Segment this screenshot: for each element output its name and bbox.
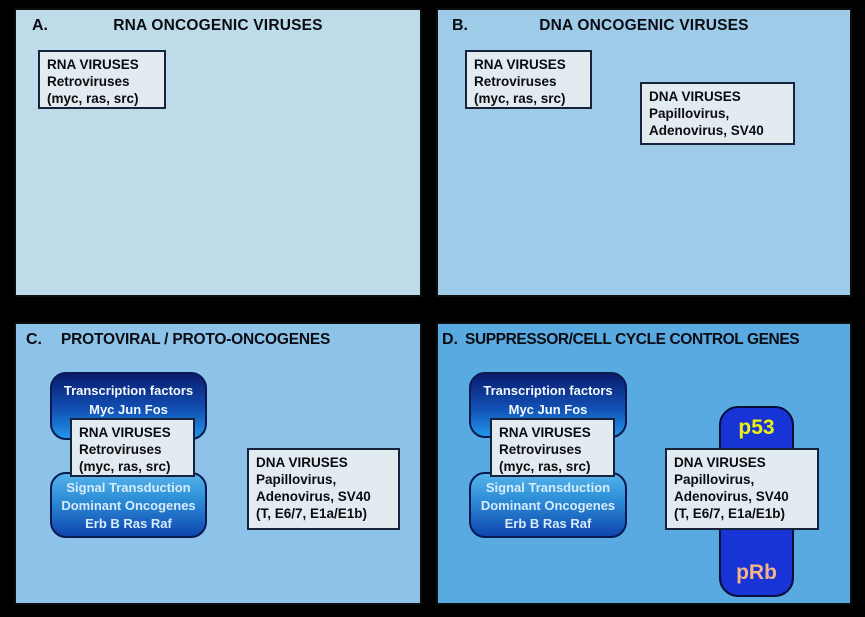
box-line: Myc Jun Fos — [89, 402, 168, 417]
panel-d-title: SUPPRESSOR/CELL CYCLE CONTROL GENES — [465, 331, 800, 348]
box-line: (T, E6/7, E1a/E1b) — [674, 506, 786, 521]
box-line: Myc Jun Fos — [508, 402, 588, 417]
panel-d-suppressor-cell-cycle-control-genes: D. SUPPRESSOR/CELL CYCLE CONTROL GENES T… — [436, 322, 852, 605]
box-line: Dominant Oncogenes — [480, 498, 616, 513]
panel-c-protoviral-proto-oncogenes: C. PROTOVIRAL / PROTO-ONCOGENES Transcri… — [14, 322, 422, 605]
box-line: Erb B Ras Raf — [85, 516, 172, 531]
p53-label: p53 — [738, 416, 775, 439]
box-line: Retroviruses — [79, 442, 162, 457]
box-line: RNA VIRUSES — [47, 57, 139, 72]
signal-transduction-box: Signal Transduction Dominant Oncogenes E… — [50, 472, 207, 538]
signal-transduction-box: Signal Transduction Dominant Oncogenes E… — [469, 472, 627, 538]
box-line: (myc, ras, src) — [474, 91, 566, 106]
box-line: Papillovirus, — [674, 472, 755, 487]
box-line: Erb B Ras Raf — [504, 516, 592, 531]
box-line: Adenovirus, SV40 — [649, 123, 764, 138]
box-line: RNA VIRUSES — [474, 57, 566, 72]
box-line: Transcription factors — [63, 383, 194, 398]
dna-viruses-box: DNA VIRUSES Papillovirus, Adenovirus, SV… — [247, 448, 400, 530]
box-line: RNA VIRUSES — [79, 425, 171, 440]
box-line: Retroviruses — [47, 74, 130, 89]
box-line: DNA VIRUSES — [649, 89, 741, 104]
box-line: Retroviruses — [499, 442, 582, 457]
box-line: (T, E6/7, E1a/E1b) — [256, 506, 368, 521]
rna-viruses-box: RNA VIRUSES Retroviruses (myc, ras, src) — [70, 418, 195, 477]
panel-b-dna-oncogenic-viruses: B. DNA ONCOGENIC VIRUSES RNA VIRUSES Ret… — [436, 8, 852, 297]
dna-viruses-box: DNA VIRUSES Papillovirus, Adenovirus, SV… — [665, 448, 819, 530]
prb-label: pRb — [736, 561, 777, 584]
panel-a-title: RNA ONCOGENIC VIRUSES — [113, 17, 323, 34]
panel-c-label: C. — [26, 331, 42, 348]
panel-b-title: DNA ONCOGENIC VIRUSES — [539, 17, 749, 34]
panel-a-label: A. — [32, 17, 48, 34]
box-line: Dominant Oncogenes — [61, 498, 196, 513]
panel-a-rna-oncogenic-viruses: A. RNA ONCOGENIC VIRUSES RNA VIRUSES Ret… — [14, 8, 422, 297]
box-line: (myc, ras, src) — [499, 459, 591, 474]
box-line: RNA VIRUSES — [499, 425, 591, 440]
panel-c-title: PROTOVIRAL / PROTO-ONCOGENES — [61, 331, 331, 348]
box-line: Signal Transduction — [485, 480, 611, 495]
box-line: Adenovirus, SV40 — [674, 489, 789, 504]
rna-viruses-box: RNA VIRUSES Retroviruses (myc, ras, src) — [490, 418, 615, 477]
box-line: Papillovirus, — [256, 472, 337, 487]
box-line: (myc, ras, src) — [47, 91, 139, 106]
box-line: Signal Transduction — [66, 480, 191, 495]
dna-viruses-box: DNA VIRUSES Papillovirus, Adenovirus, SV… — [640, 82, 795, 145]
panel-d-label: D. — [442, 331, 458, 348]
box-line: Transcription factors — [483, 383, 613, 398]
box-line: DNA VIRUSES — [256, 455, 348, 470]
box-line: (myc, ras, src) — [79, 459, 171, 474]
box-line: DNA VIRUSES — [674, 455, 766, 470]
box-line: Retroviruses — [474, 74, 557, 89]
panel-b-label: B. — [452, 17, 468, 34]
box-line: Adenovirus, SV40 — [256, 489, 371, 504]
box-line: Papillovirus, — [649, 106, 730, 121]
rna-viruses-box: RNA VIRUSES Retroviruses (myc, ras, src) — [38, 50, 166, 109]
rna-viruses-box: RNA VIRUSES Retroviruses (myc, ras, src) — [465, 50, 592, 109]
